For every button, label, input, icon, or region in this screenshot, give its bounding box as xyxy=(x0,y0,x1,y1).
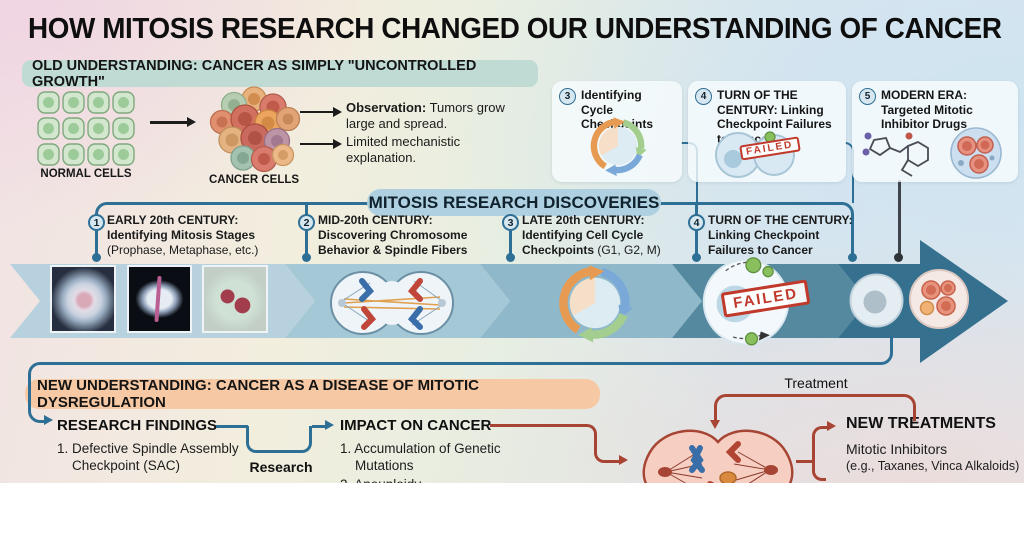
observation-1-bold: Observation: xyxy=(346,100,427,115)
timeline-number-4: 4 xyxy=(688,214,705,231)
old-understanding-header: OLD UNDERSTANDING: CANCER AS SIMPLY "UNC… xyxy=(22,58,538,90)
timeline-dot-4 xyxy=(692,253,701,262)
cancer-cells-illustration xyxy=(209,86,301,173)
box4-number: 4 xyxy=(695,88,712,105)
timeline-dot-1 xyxy=(92,253,101,262)
research-link-label: Research xyxy=(249,459,313,475)
timeline-item-3-line2: Identifying Cell Cycle xyxy=(522,228,644,242)
connector-item3-line xyxy=(509,204,512,258)
connector-cell-out xyxy=(796,460,814,463)
connector-left-down xyxy=(28,362,44,423)
arrow-to-observation-1 xyxy=(300,111,334,114)
observation-2: Limited mechanistic explanation. xyxy=(346,134,461,165)
cell-cycle-icon xyxy=(590,117,647,177)
new-treatments-line2: (e.g., Taxanes, Vinca Alkaloids) xyxy=(846,459,1020,473)
normal-cells-label: NORMAL CELLS xyxy=(40,168,132,180)
timeline-number-2: 2 xyxy=(298,214,315,231)
arrowhead-cell xyxy=(619,455,628,465)
connector-brace-up xyxy=(812,426,828,462)
observation-1-rest: Tumors grow large and spread. xyxy=(346,100,505,131)
new-understanding-header: NEW UNDERSTANDING: CANCER AS A DISEASE O… xyxy=(25,377,600,411)
arrowhead-treatment-down xyxy=(710,420,720,429)
research-findings-heading: RESEARCH FINDINGS xyxy=(57,417,218,434)
connector-impact-in xyxy=(312,425,326,428)
connector-research-u xyxy=(246,426,312,453)
timeline-item-2-era: MID-20th CENTURY: xyxy=(318,213,433,227)
connector-impact-down xyxy=(594,445,620,463)
connector-treatment-bracket xyxy=(714,394,916,421)
connector-under-arrow xyxy=(40,362,870,365)
connector-findings-out xyxy=(216,425,248,428)
page-title: HOW MITOSIS RESEARCH CHANGED OUR UNDERST… xyxy=(28,13,1002,45)
timeline-dot-3 xyxy=(506,253,515,262)
timeline-item-2-line3: Behavior & Spindle Fibers xyxy=(318,243,468,257)
research-findings-item-1: 1. Defective Spindle Assembly Checkpoint… xyxy=(57,441,239,473)
new-treatments-heading: NEW TREATMENTS xyxy=(846,415,996,432)
normal-cell-icon xyxy=(849,273,904,328)
cancer-cell-icon xyxy=(909,269,969,329)
timeline-dot-2 xyxy=(302,253,311,262)
connector-brace-down xyxy=(812,459,826,481)
timeline-dot-5 xyxy=(848,253,857,262)
arrowhead-normal-to-cancer xyxy=(187,117,196,127)
observation-1: Observation: Tumors grow large and sprea… xyxy=(346,100,518,132)
timeline-item-1-era: EARLY 20th CENTURY: xyxy=(107,213,239,227)
bottom-whitespace xyxy=(0,483,1024,536)
arrowhead-new-treatments xyxy=(827,421,836,431)
arrowhead-research-findings xyxy=(44,415,53,425)
normal-cells-illustration xyxy=(37,91,135,166)
timeline-item-1-line3: (Prophase, Metaphase, etc.) xyxy=(107,243,259,257)
box5-number: 5 xyxy=(859,88,876,105)
treatment-label: Treatment xyxy=(784,375,848,391)
cell-cycle-arrow-icon xyxy=(559,265,633,343)
connector-item4-line xyxy=(695,204,698,258)
cancer-cells-label: CANCER CELLS xyxy=(208,174,300,186)
timeline-item-4-line3: Failures to Cancer xyxy=(708,243,813,257)
arrowhead-observation-2 xyxy=(333,139,342,149)
timeline-number-1: 1 xyxy=(88,214,105,231)
timeline-item-2: MID-20th CENTURY: Discovering Chromosome… xyxy=(318,213,508,258)
connector-item2-line xyxy=(305,204,308,258)
timeline-item-4-line2: Linking Checkpoint xyxy=(708,228,820,242)
timeline-dot-6 xyxy=(894,253,903,262)
connector-impact-out xyxy=(490,424,580,427)
impact-heading: IMPACT ON CANCER xyxy=(340,417,492,434)
timeline-number-3: 3 xyxy=(502,214,519,231)
box5-title: MODERN ERA: Targeted Mitotic Inhibitor D… xyxy=(881,88,973,131)
timeline-item-3-era: LATE 20th CENTURY: xyxy=(522,213,645,227)
connector-impact-corner xyxy=(555,424,597,451)
timeline-item-3-line3: Checkpoints (G1, G2, M) xyxy=(522,243,661,257)
new-treatments-line1: Mitotic Inhibitors xyxy=(846,441,948,457)
mitotic-cell-illustration xyxy=(642,429,794,496)
drug-molecule-icon xyxy=(862,132,929,177)
timeline-item-4: TURN OF THE CENTURY: Linking Checkpoint … xyxy=(708,213,873,258)
box3-number: 3 xyxy=(559,88,576,105)
timeline-item-3: LATE 20th CENTURY: Identifying Cell Cycl… xyxy=(522,213,712,258)
timeline-item-1-line2: Identifying Mitosis Stages xyxy=(107,228,256,242)
arrowhead-observation-1 xyxy=(333,107,342,117)
connector-arrow-down-right xyxy=(866,336,893,365)
mitosis-photo-prophase xyxy=(50,265,116,333)
timeline-item-4-era: TURN OF THE CENTURY: xyxy=(708,213,853,227)
arrow-normal-to-cancer xyxy=(150,121,188,124)
timeline-item-2-line2: Discovering Chromosome xyxy=(318,228,468,242)
connector-box5-line xyxy=(898,180,901,258)
arrowhead-impact xyxy=(325,420,334,430)
mitosis-photo-telophase xyxy=(202,265,268,333)
cancer-cell-target-icon xyxy=(950,127,1002,179)
impact-item-1: 1. Accumulation of Genetic Mutations xyxy=(340,441,501,473)
timeline-item-1: EARLY 20th CENTURY: Identifying Mitosis … xyxy=(107,213,297,258)
spindle-fibers-illustration xyxy=(330,271,454,335)
discoveries-banner: MITOSIS RESEARCH DISCOVERIES xyxy=(367,189,661,216)
arrow-to-observation-2 xyxy=(300,143,334,146)
